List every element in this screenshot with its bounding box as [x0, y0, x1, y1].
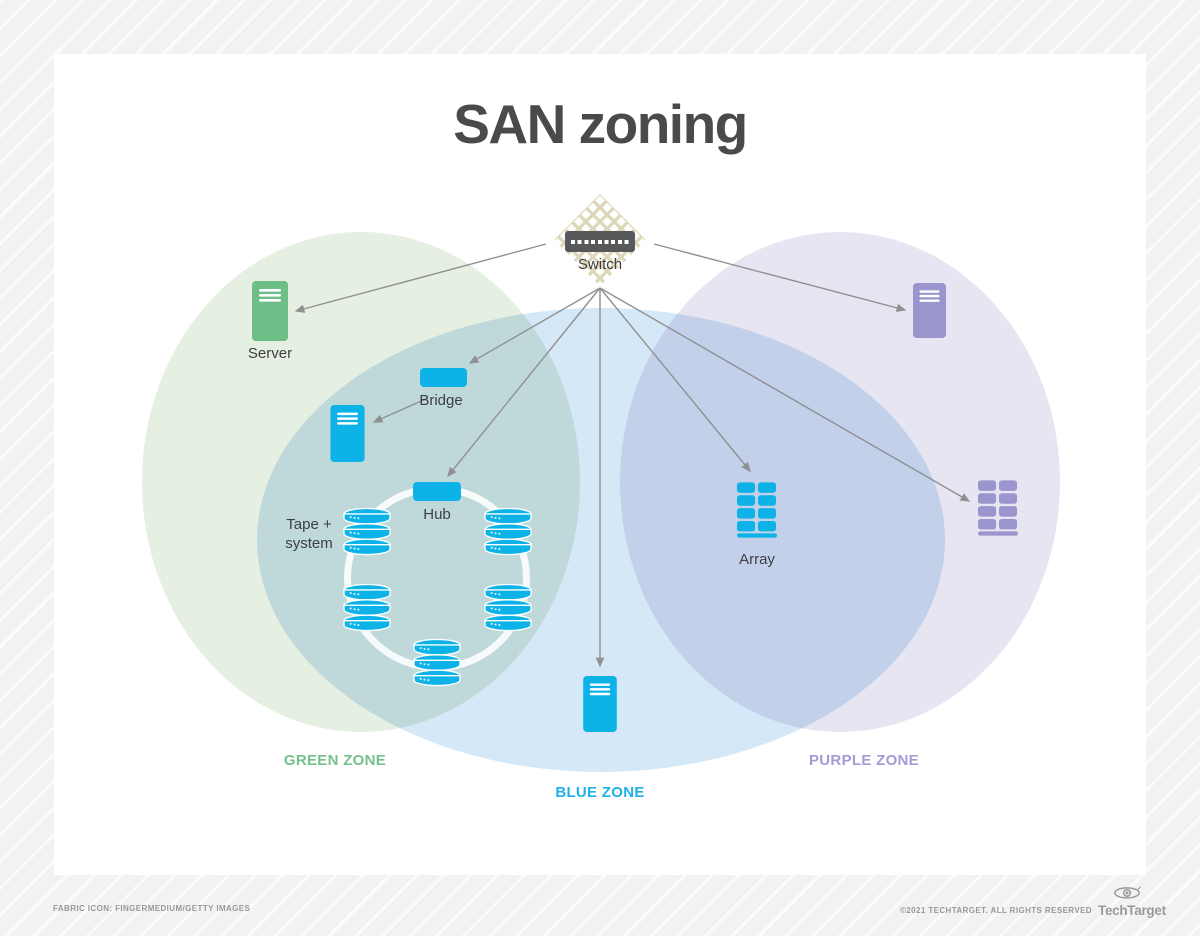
disk-stack-icon [342, 584, 392, 632]
disk-stack-icon [483, 584, 533, 632]
disk-stack-icon [483, 508, 533, 556]
page-title: SAN zoning [453, 93, 748, 155]
bridge-icon [420, 368, 467, 387]
hub-label: Hub [423, 506, 451, 523]
techtarget-logo: TechTarget [1098, 885, 1166, 918]
purple-server-icon [912, 283, 947, 338]
array-label: Array [739, 551, 775, 568]
purple-zone-label: PURPLE ZONE [809, 752, 919, 769]
tape-system-server-icon [330, 405, 365, 462]
blue-storage-server-icon [583, 676, 617, 732]
disk-stack-icon [412, 639, 462, 687]
purple-array-icon [978, 480, 1018, 536]
blue-zone-label: BLUE ZONE [555, 784, 645, 801]
tape-system-label: Tape + system [285, 516, 333, 553]
server-icon [252, 281, 288, 341]
techtarget-wordmark: TechTarget [1098, 903, 1166, 918]
hub-icon [413, 482, 461, 501]
array-icon [737, 482, 777, 538]
green-zone-label: GREEN ZONE [283, 752, 387, 769]
eye-icon [1114, 886, 1142, 899]
copyright-text: ©2021 TECHTARGET. ALL RIGHTS RESERVED [900, 906, 1092, 915]
switch-label: Switch [577, 256, 623, 273]
switch-icon [565, 231, 635, 252]
switch-ports [571, 239, 630, 244]
fabric-credit: FABRIC ICON: FINGERMEDIUM/GETTY IMAGES [53, 904, 251, 913]
bridge-label: Bridge [419, 392, 463, 409]
server-label: Server [247, 345, 293, 362]
disk-stack-icon [342, 508, 392, 556]
